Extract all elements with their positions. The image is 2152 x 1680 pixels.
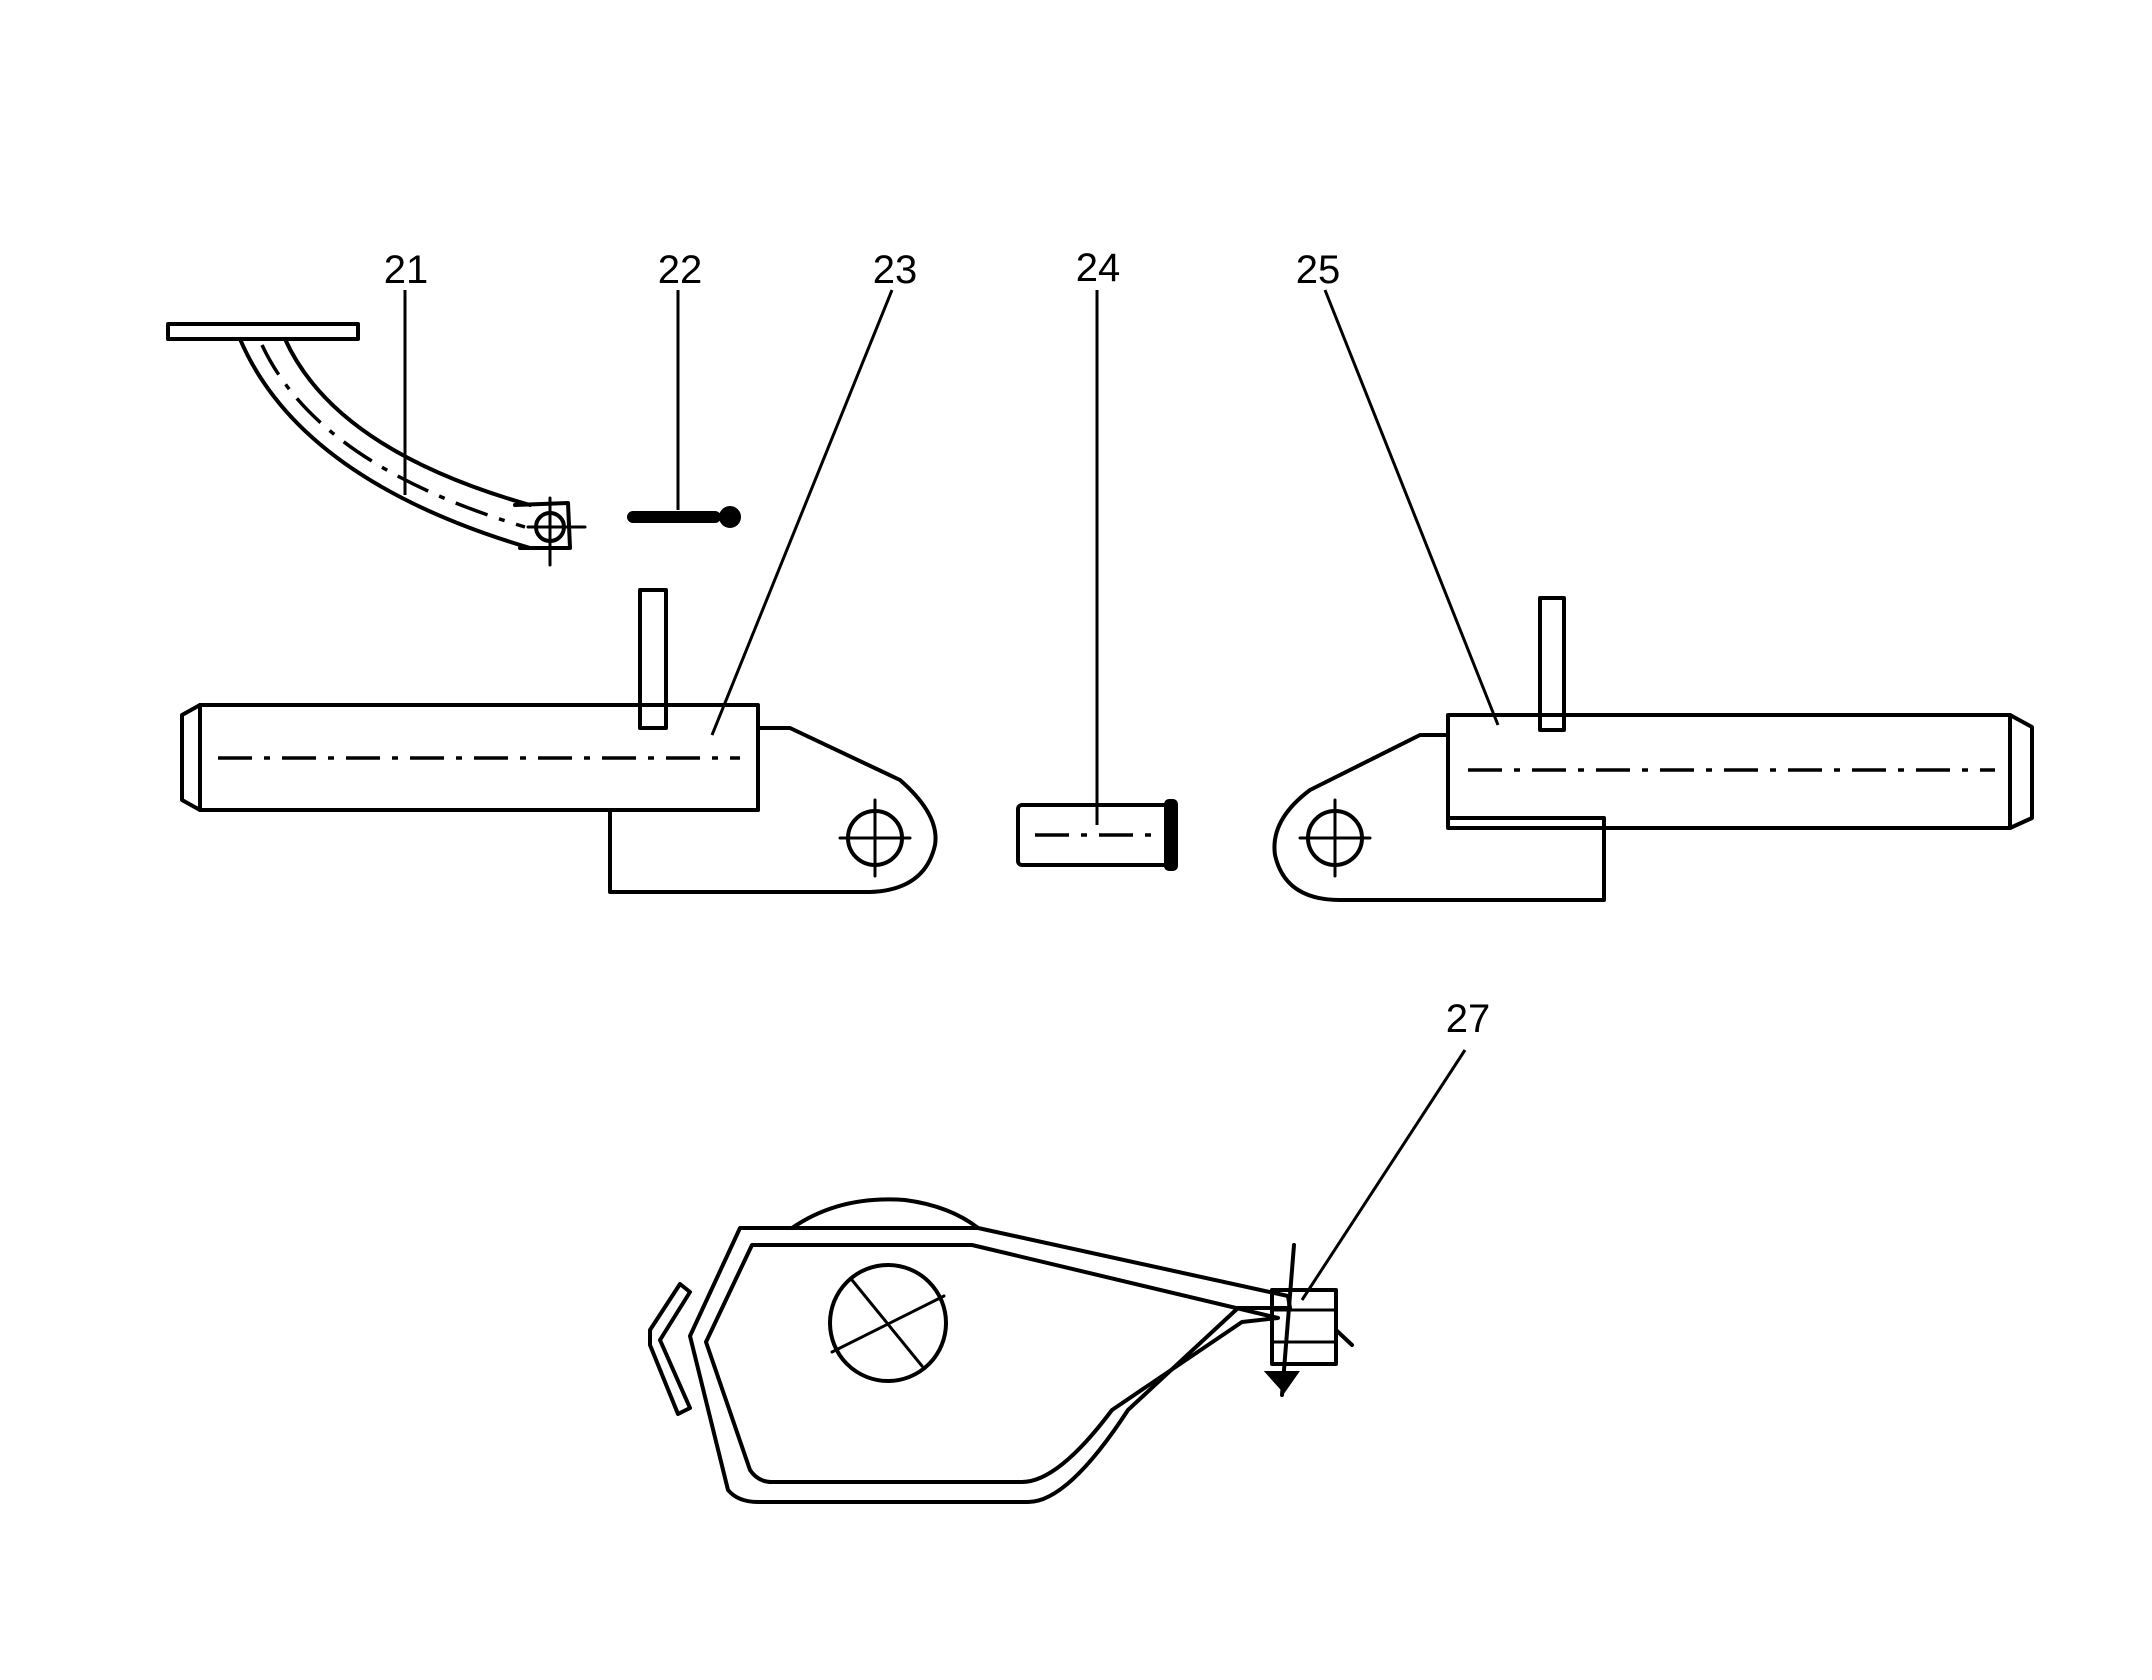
leader-25: [1323, 289, 1500, 726]
part-24-pin: [1016, 799, 1178, 871]
clamp-tab: [1334, 1328, 1354, 1347]
clamp-hole-cross-b: [830, 1294, 946, 1354]
leader-23: [710, 289, 894, 736]
part-27-clamp: [648, 1197, 1354, 1504]
part-22-split-pin: [627, 506, 741, 528]
callout-22: 22: [658, 248, 703, 292]
pin-collar: [1164, 799, 1178, 871]
left-shaft-lug: [608, 726, 938, 894]
clamp-inner: [704, 1243, 1280, 1484]
callout-24: 24: [1076, 246, 1121, 290]
callout-21: 21: [384, 248, 429, 292]
bolt-tip: [1263, 1371, 1300, 1394]
callout-23: 23: [873, 248, 918, 292]
callout-25: 25: [1296, 248, 1341, 292]
part-21-pedal-lever: [166, 322, 587, 567]
right-shaft-lug: [1272, 733, 1606, 902]
lever-inner-edge: [283, 337, 532, 507]
clamp-back-flange: [790, 1197, 980, 1230]
callout-27: 27: [1446, 997, 1491, 1041]
clamp-lip: [648, 1282, 692, 1416]
pin-shank: [627, 511, 721, 523]
clamp-outer: [688, 1226, 1292, 1504]
clamp-bolt: [1280, 1243, 1296, 1397]
left-shaft-pin: [638, 588, 668, 730]
part-25-right-shaft: [1272, 596, 2034, 902]
right-shaft-pin: [1538, 596, 1566, 732]
leader-27: [1300, 1049, 1467, 1301]
callout-labels: 21 22 23 24 25 27: [384, 246, 1491, 1041]
clamp-hole: [828, 1263, 948, 1383]
part-23-left-shaft: [180, 588, 938, 894]
clamp-nut: [1270, 1288, 1338, 1366]
lever-outer-edge: [238, 337, 532, 550]
leader-lines: [403, 289, 1500, 1301]
pin-head: [719, 506, 741, 528]
pedal-plate: [166, 322, 360, 341]
lever-centerline: [260, 344, 526, 529]
